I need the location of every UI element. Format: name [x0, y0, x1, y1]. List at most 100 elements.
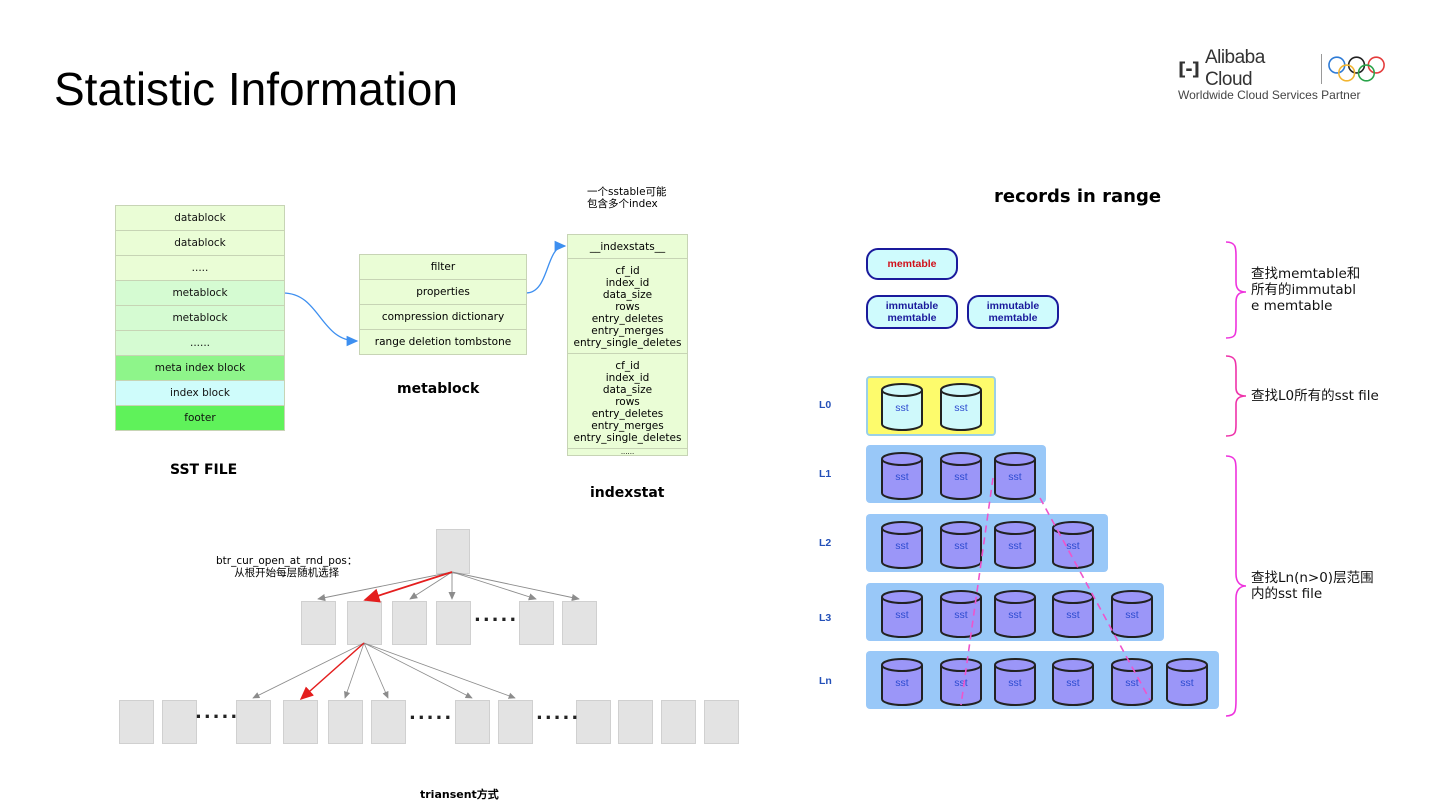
sst-file-cylinder-icon: sst	[993, 589, 1037, 639]
sst-label: sst	[895, 540, 909, 552]
indexstat-note: 一个sstable可能 包含多个index	[587, 186, 667, 210]
brace-note-ln: 查找Ln(n>0)层范围 内的sst file	[1251, 570, 1374, 602]
btree-caption: triansent方式	[420, 788, 499, 801]
sst-file-cylinder-icon: sst	[993, 451, 1037, 501]
sst-label: sst	[1066, 540, 1080, 552]
sst-file-cylinder-icon: sst	[939, 382, 983, 432]
indexstat-header: __indexstats__	[568, 235, 687, 259]
sst-file-row-metaidx: meta index block	[116, 356, 284, 381]
sst-file-cylinder-icon: sst	[939, 520, 983, 570]
level-label: L0	[819, 399, 832, 411]
btree-node	[119, 700, 154, 744]
sst-file-cylinder-icon: sst	[1051, 520, 1095, 570]
sst-label: sst	[1125, 609, 1139, 621]
btree-node	[371, 700, 406, 744]
sst-file-cylinder-icon: sst	[1051, 657, 1095, 707]
indexstat-note-line: 一个sstable可能	[587, 186, 667, 198]
alibaba-cloud-mark-icon: [-]	[1178, 58, 1200, 80]
btree-ellipsis: .....	[536, 703, 581, 724]
indexstat-field: entry_deletes	[591, 313, 664, 325]
btree-node	[392, 601, 427, 645]
sst-label: sst	[1008, 540, 1022, 552]
sst-label: sst	[954, 471, 968, 483]
btree-random-path-arrow	[299, 642, 365, 700]
btree-ellipsis: .....	[409, 703, 454, 724]
brace-note-line: 内的sst file	[1251, 586, 1323, 602]
sst-file-cylinder-icon: sst	[993, 657, 1037, 707]
btree-edge-arrow	[451, 571, 537, 601]
sst-label: sst	[954, 540, 968, 552]
sst-label: sst	[1125, 677, 1139, 689]
indexstat-field: index_id	[605, 372, 650, 384]
btree-ellipsis: .....	[474, 605, 519, 626]
indexstat-field: entry_merges	[591, 420, 664, 432]
sst-label: sst	[895, 471, 909, 483]
sst-label: sst	[1066, 677, 1080, 689]
sst-file-cylinder-icon: sst	[939, 451, 983, 501]
sst-file-cylinder-icon: sst	[993, 520, 1037, 570]
btree-node	[436, 601, 471, 645]
btree-node	[704, 700, 739, 744]
immutable-label: memtable	[988, 312, 1038, 324]
indexstat-field: entry_merges	[591, 325, 664, 337]
btree-node	[498, 700, 533, 744]
sst-file-cylinder-icon: sst	[880, 520, 924, 570]
btree-edge-arrow	[363, 642, 389, 699]
sst-file-cylinder-icon: sst	[880, 589, 924, 639]
indexstat-field: rows	[615, 301, 640, 313]
sst-file-cylinder-icon: sst	[880, 451, 924, 501]
btree-note-line: 从根开始每层随机选择	[234, 567, 340, 579]
sst-file-cylinder-icon: sst	[1110, 657, 1154, 707]
btree-node	[236, 700, 271, 744]
metablock-row: filter	[360, 255, 526, 280]
indexstat-more: ......	[620, 449, 635, 455]
sst-file-cylinder-icon: sst	[939, 589, 983, 639]
immutable-label: memtable	[887, 312, 937, 324]
btree-node	[301, 601, 336, 645]
metablock-row: range deletion tombstone	[374, 336, 512, 348]
sst-file-cylinder-icon: sst	[1110, 589, 1154, 639]
brace-note-line: 查找L0所有的sst file	[1251, 388, 1379, 404]
metablock-caption: metablock	[397, 381, 480, 397]
brace-note-memtable: 查找memtable和 所有的immutabl e memtable	[1251, 266, 1360, 314]
indexstat-field: cf_id	[615, 265, 640, 277]
sst-file-row-data: datablock	[116, 231, 284, 256]
sst-label: sst	[895, 677, 909, 689]
level-label: Ln	[819, 675, 832, 687]
level-ln-box	[866, 651, 1219, 709]
slide-title: Statistic Information	[54, 63, 458, 115]
btree-note-line: btr_cur_open_at_rnd_pos：	[216, 555, 358, 567]
indexstat-field: data_size	[602, 289, 653, 301]
btree-edge-arrow	[363, 642, 516, 699]
sst-file-caption: SST FILE	[170, 462, 238, 478]
immutable-label: immutable	[885, 300, 939, 312]
indexstat-field: rows	[615, 396, 640, 408]
sst-file-row-idx: index block	[116, 381, 284, 406]
btree-random-path-arrow	[363, 571, 453, 603]
brace-note-line: 查找Ln(n>0)层范围	[1251, 570, 1374, 586]
sst-file-row-foot: footer	[116, 406, 284, 430]
btree-node	[562, 601, 597, 645]
sst-label: sst	[895, 402, 909, 414]
metablock-box: filter properties compression dictionary…	[359, 254, 527, 355]
sst-file-cylinder-icon: sst	[880, 657, 924, 707]
btree-node	[576, 700, 611, 744]
sst-label: sst	[1180, 677, 1194, 689]
sst-label: sst	[895, 609, 909, 621]
indexstat-note-line: 包含多个index	[587, 198, 658, 210]
sst-label: sst	[1008, 609, 1022, 621]
sst-file-cylinder-icon: sst	[1165, 657, 1209, 707]
memtable-label: memtable	[887, 258, 937, 270]
sst-file-row-data: .....	[116, 256, 284, 281]
btree-node	[661, 700, 696, 744]
indexstat-field: cf_id	[615, 360, 640, 372]
btree-node	[283, 700, 318, 744]
sst-label: sst	[1066, 609, 1080, 621]
brace-note-line: e memtable	[1251, 298, 1333, 314]
